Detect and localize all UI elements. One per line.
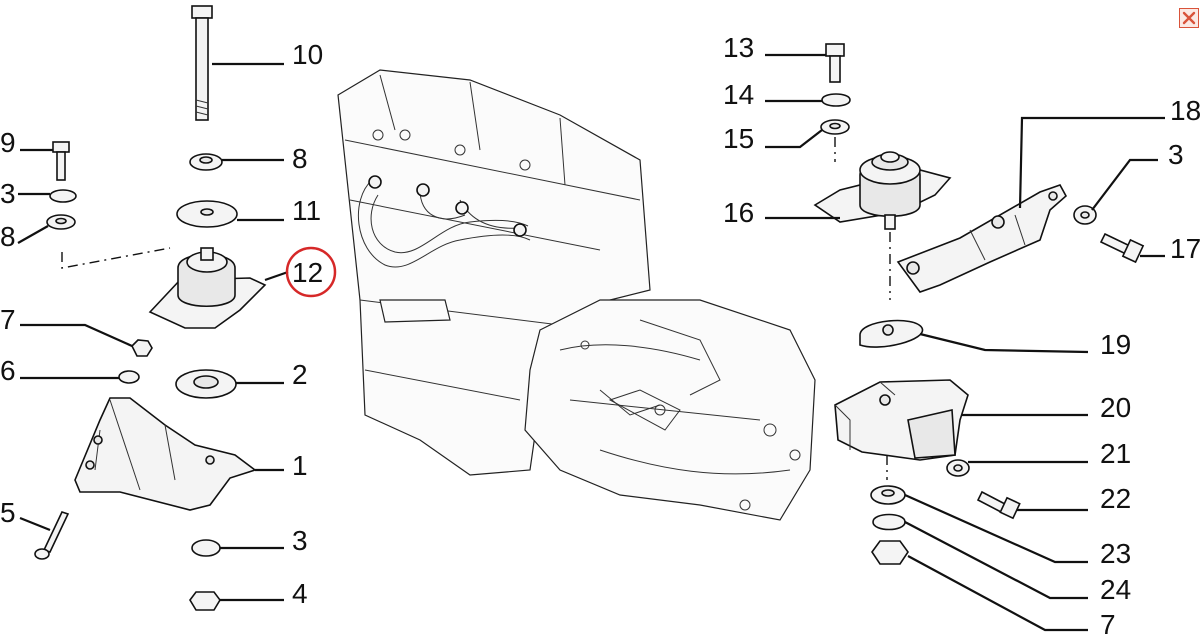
callout-3[interactable]: 3 (0, 178, 16, 209)
spring-washer-part-14 (821, 93, 851, 107)
callout-5[interactable]: 5 (0, 497, 16, 528)
callout-3-right[interactable]: 3 (1168, 139, 1184, 170)
callout-21[interactable]: 21 (1100, 438, 1131, 469)
callout-20[interactable]: 20 (1100, 392, 1131, 423)
right-mount-assembly (813, 43, 1145, 565)
callout-15[interactable]: 15 (723, 123, 754, 154)
callout-17[interactable]: 17 (1170, 233, 1201, 264)
washer-part-3-lower (191, 539, 221, 557)
bolt-part-17 (1099, 232, 1145, 264)
spring-washer-part-24 (872, 513, 906, 531)
nut-part-7-right (871, 540, 909, 565)
long-bolt-part-10 (191, 5, 213, 121)
callout-7-right[interactable]: 7 (1100, 609, 1116, 635)
callout-24[interactable]: 24 (1100, 574, 1131, 605)
bolt-part-5 (34, 511, 70, 560)
bracket-part-18 (896, 184, 1068, 293)
callout-9[interactable]: 9 (0, 127, 16, 158)
callout-22[interactable]: 22 (1100, 483, 1131, 514)
callout-13[interactable]: 13 (723, 32, 754, 63)
callout-8[interactable]: 8 (292, 143, 308, 174)
bolt-part-9 (52, 141, 70, 181)
rubber-mount-part-12 (148, 247, 267, 329)
callout-1[interactable]: 1 (292, 450, 308, 481)
callout-2[interactable]: 2 (292, 359, 308, 390)
callout-11[interactable]: 11 (292, 195, 321, 226)
callout-18[interactable]: 18 (1170, 95, 1201, 126)
callout-19[interactable]: 19 (1100, 329, 1131, 360)
bolt-part-22 (976, 490, 1021, 520)
highlight-ring-12 (285, 246, 337, 298)
bracket-part-1 (74, 397, 257, 511)
plate-part-19 (859, 319, 924, 348)
callout-6[interactable]: 6 (0, 355, 16, 386)
close-button[interactable] (1179, 8, 1199, 28)
callout-23[interactable]: 23 (1100, 538, 1131, 569)
engine-gearbox-illustration (337, 69, 816, 521)
callout-4[interactable]: 4 (292, 578, 308, 609)
left-mount-assembly (34, 5, 267, 611)
callout-7[interactable]: 7 (0, 304, 16, 335)
callout-12[interactable]: 12 (292, 257, 323, 288)
bracket-part-20 (834, 379, 969, 461)
callout-16[interactable]: 16 (723, 197, 754, 228)
spring-washer-part-3 (49, 189, 77, 203)
leader-lines (17, 53, 1165, 632)
bolt-part-13 (825, 43, 845, 83)
callout-3-lower[interactable]: 3 (292, 525, 308, 556)
nut-part-4 (189, 591, 221, 611)
callout-labels: 10 9 8 3 8 11 12 7 6 2 1 5 3 4 13 14 15 … (0, 32, 1201, 635)
callout-8-left[interactable]: 8 (0, 221, 16, 252)
callout-10[interactable]: 10 (292, 39, 323, 70)
callout-14[interactable]: 14 (723, 79, 754, 110)
close-icon (1182, 11, 1196, 25)
nut-part-7 (131, 339, 153, 357)
rubber-mount-part-16 (813, 151, 952, 230)
washer-part-6 (118, 370, 140, 384)
